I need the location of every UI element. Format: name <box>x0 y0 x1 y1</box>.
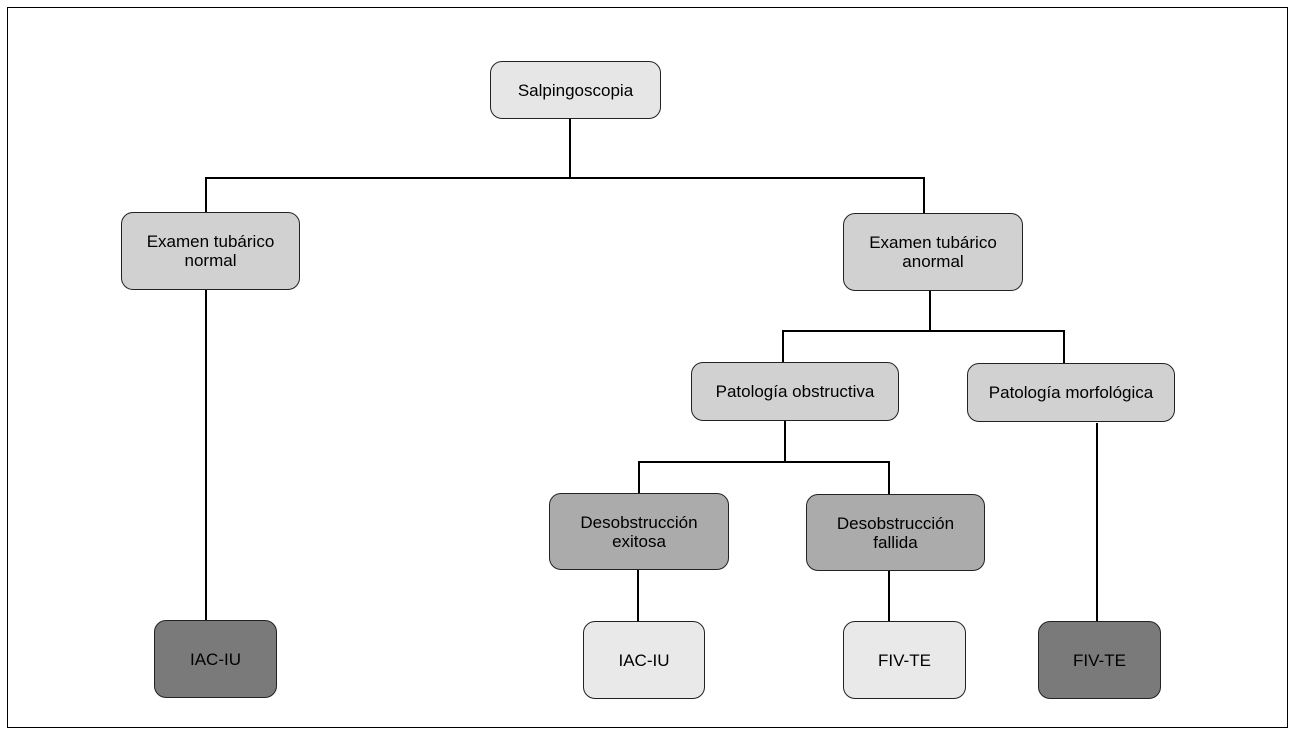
node-examen-anormal-label: Examen tubárico anormal <box>869 233 997 271</box>
node-outcome-fiv-te-fallida: FIV-TE <box>843 621 966 699</box>
node-desobstruccion-fallida: Desobstrucción fallida <box>806 494 985 571</box>
node-outcome-iac-iu-exitosa: IAC-IU <box>583 621 705 699</box>
node-outcome-iac-iu-normal-label: IAC-IU <box>190 649 241 669</box>
node-desobstruccion-exitosa-label: Desobstrucción exitosa <box>580 512 698 551</box>
node-outcome-fiv-te-morfologica-label: FIV-TE <box>1073 650 1126 670</box>
node-examen-normal: Examen tubárico normal <box>121 212 300 290</box>
node-salpingoscopia-label: Salpingoscopia <box>517 80 634 100</box>
node-examen-normal-label: Examen tubárico normal <box>146 232 275 270</box>
node-examen-anormal: Examen tubárico anormal <box>843 213 1023 291</box>
node-outcome-fiv-te-fallida-label: FIV-TE <box>878 650 931 670</box>
node-patologia-morfologica: Patología morfológica <box>967 363 1175 422</box>
node-desobstruccion-fallida-label: Desobstrucción fallida <box>836 513 955 552</box>
node-patologia-morfologica-label: Patología morfológica <box>988 383 1154 402</box>
node-outcome-iac-iu-exitosa-label: IAC-IU <box>618 650 670 670</box>
node-patologia-obstructiva: Patología obstructiva <box>691 362 899 421</box>
node-salpingoscopia: Salpingoscopia <box>490 61 661 119</box>
diagram-frame <box>7 7 1288 728</box>
node-outcome-iac-iu-normal: IAC-IU <box>154 620 277 698</box>
node-patologia-obstructiva-label: Patología obstructiva <box>715 382 875 401</box>
node-desobstruccion-exitosa: Desobstrucción exitosa <box>549 493 729 570</box>
node-outcome-fiv-te-morfologica: FIV-TE <box>1038 621 1161 699</box>
